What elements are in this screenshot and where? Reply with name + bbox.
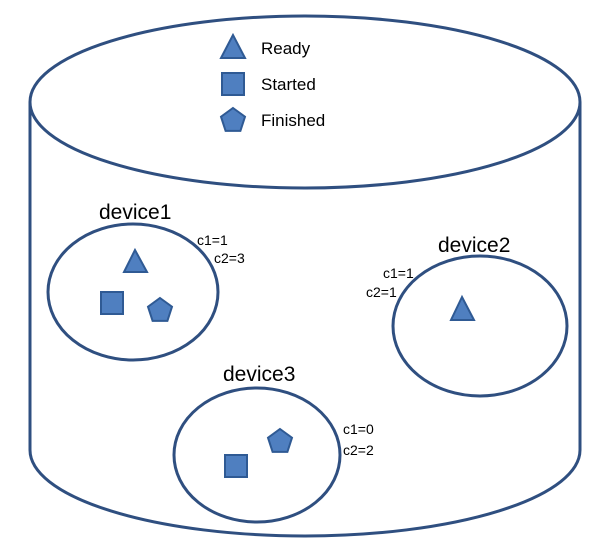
triangle-icon [122, 247, 149, 273]
device3-group: device3 c1=0 c2=2 [172, 363, 374, 524]
device3-circle [172, 386, 342, 524]
cylinder-top [28, 14, 582, 190]
legend-label-started: Started [261, 75, 316, 94]
triangle-icon [449, 294, 476, 321]
device2-group: device2 c1=1 c2=1 [366, 234, 569, 398]
square-icon [221, 72, 245, 96]
device1-group: device1 c1=1 c2=3 [46, 201, 245, 362]
device2-c2: c2=1 [366, 284, 397, 300]
device1-c1: c1=1 [197, 232, 228, 248]
device3-c1: c1=0 [343, 421, 374, 437]
square-icon [100, 291, 124, 315]
triangle-icon [219, 32, 247, 59]
device1-label: device1 [99, 201, 171, 224]
cylinder-container [28, 14, 582, 538]
square-icon [224, 454, 248, 478]
device2-label: device2 [438, 234, 510, 257]
legend-label-finished: Finished [261, 111, 325, 130]
device1-c2: c2=3 [214, 250, 245, 266]
legend-label-ready: Ready [261, 39, 311, 58]
legend: Ready Started Finished [219, 32, 325, 132]
pentagon-icon [219, 106, 247, 132]
device2-circle [391, 254, 569, 398]
pentagon-icon [146, 296, 174, 322]
device2-c1: c1=1 [383, 265, 414, 281]
pentagon-icon [266, 427, 294, 453]
device1-circle [46, 222, 220, 362]
cylinder-body [28, 102, 582, 538]
device3-label: device3 [223, 363, 295, 386]
device3-c2: c2=2 [343, 442, 374, 458]
